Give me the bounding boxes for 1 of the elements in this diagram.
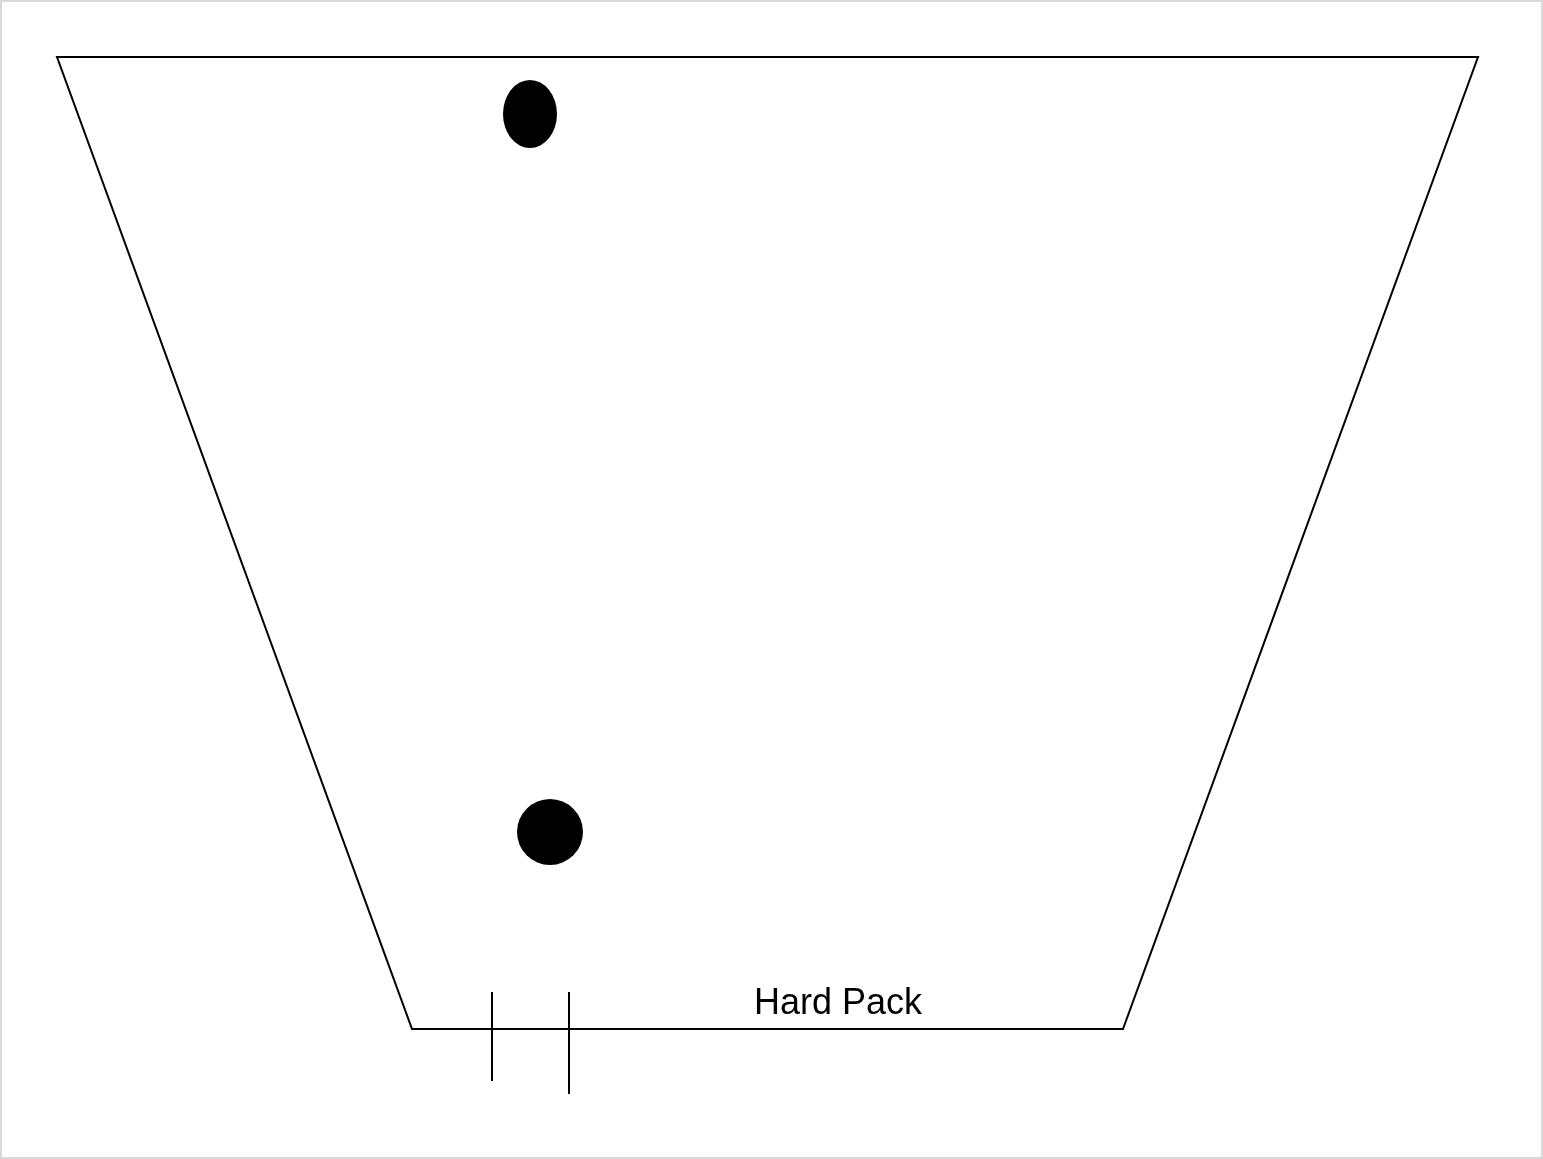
surface-label: Hard Pack: [754, 980, 923, 1024]
